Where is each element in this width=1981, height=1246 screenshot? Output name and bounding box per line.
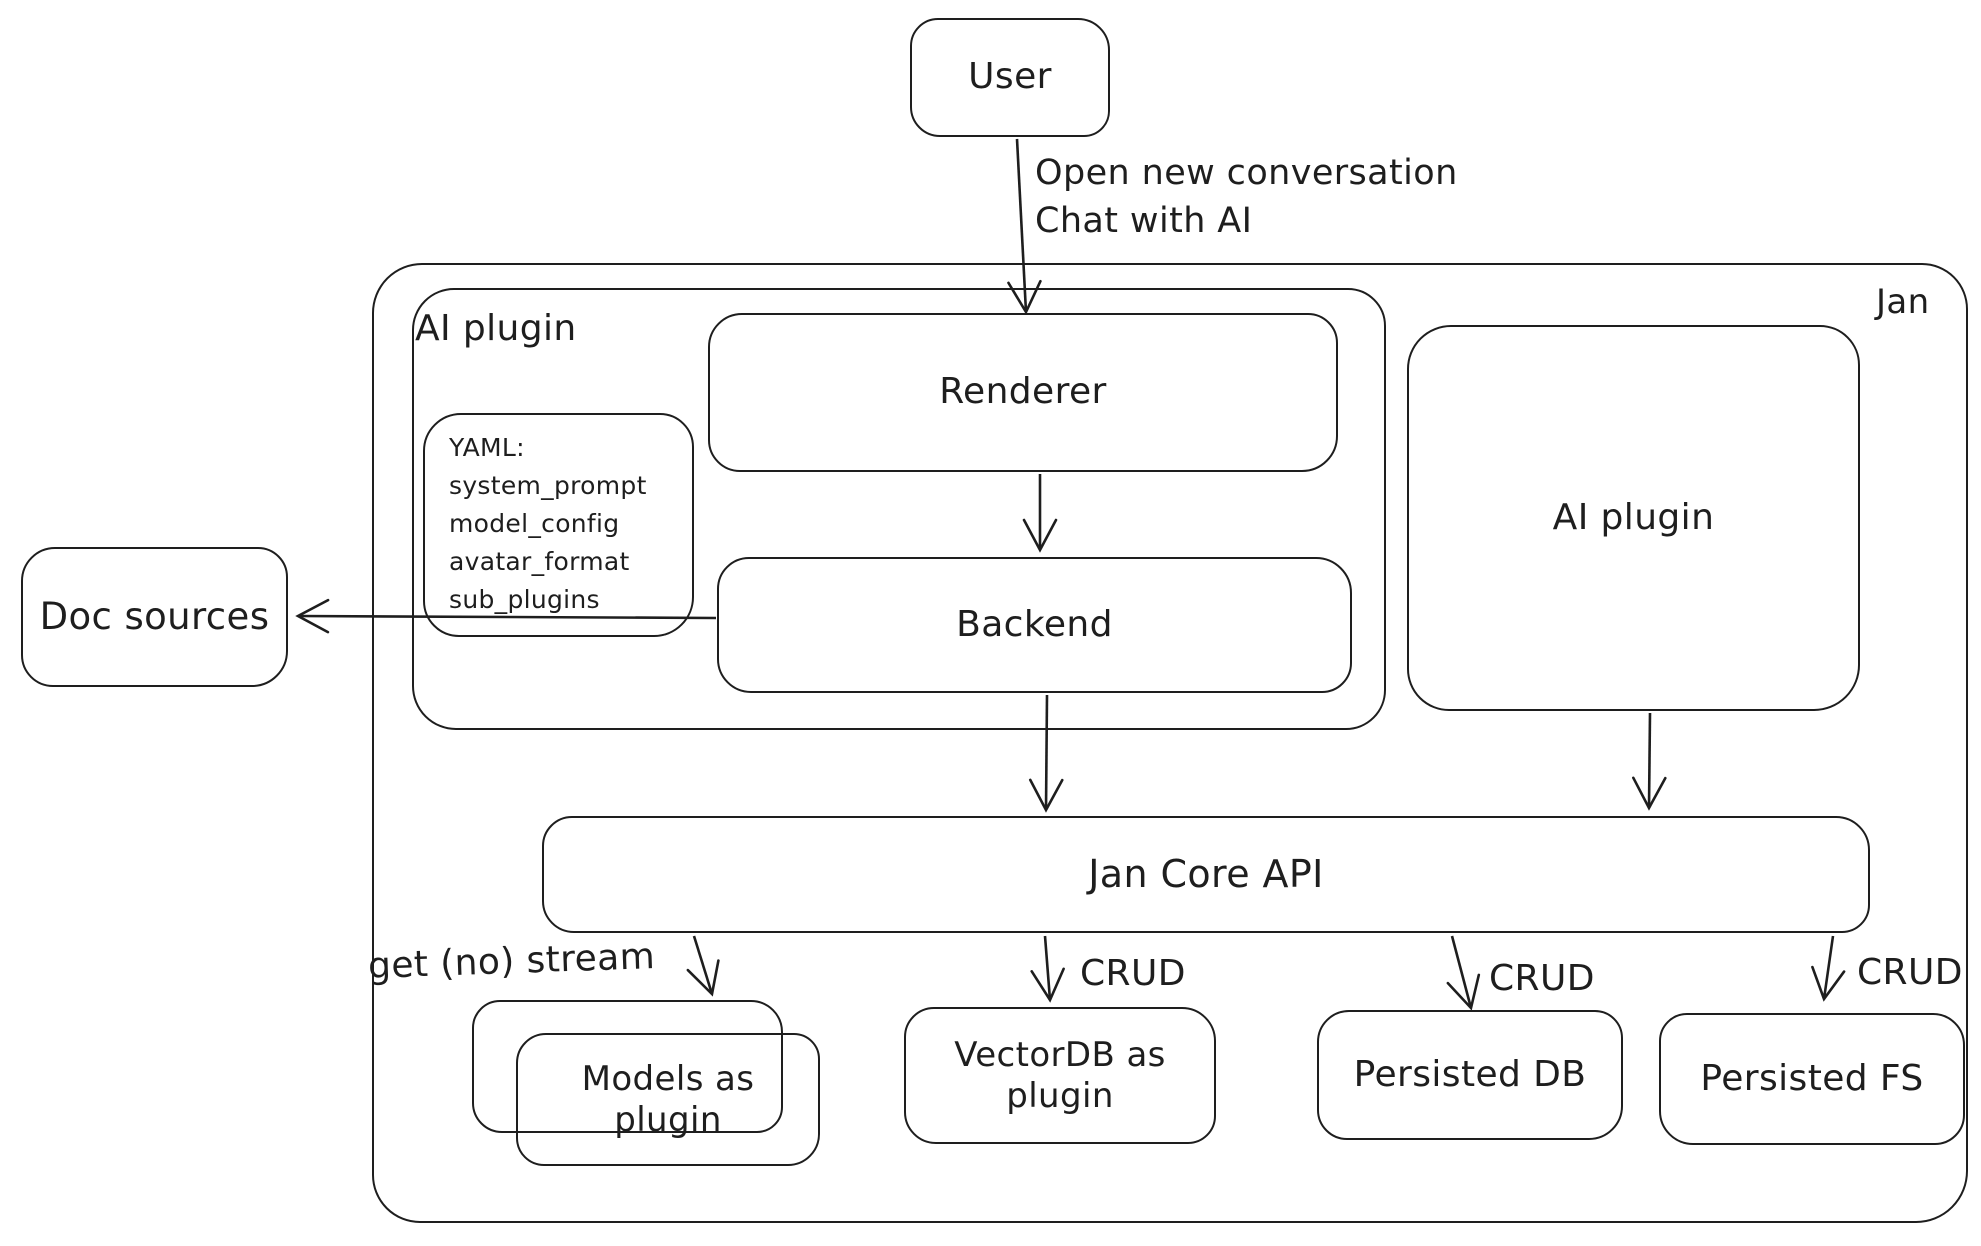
edge-label-open-new-conversation: Open new conversation [1035, 153, 1458, 193]
node-persisted-fs: Persisted FS [1659, 1013, 1965, 1145]
yaml-line-sub-plugins: sub_plugins [449, 585, 600, 614]
yaml-line-model-config: model_config [449, 509, 620, 538]
node-doc-sources-label: Doc sources [39, 595, 270, 639]
edge-label-chat-with-ai: Chat with AI [1035, 201, 1253, 241]
yaml-line-system-prompt: system_prompt [449, 471, 647, 500]
node-persisted-db-label: Persisted DB [1353, 1053, 1587, 1095]
edge-label-crud-vectordb: CRUD [1080, 953, 1186, 994]
node-renderer-label: Renderer [939, 371, 1107, 413]
node-ai-plugin-container-label: AI plugin [415, 308, 577, 349]
node-renderer: Renderer [708, 313, 1338, 472]
jan-container-box [372, 263, 1968, 1223]
node-user-label: User [968, 56, 1052, 98]
node-models-as-plugin-back [472, 1000, 783, 1133]
node-yaml-note: YAML: system_prompt model_config avatar_… [423, 413, 694, 637]
node-ai-plugin-right-label: AI plugin [1552, 496, 1715, 538]
node-jan-core-api-label: Jan Core API [1088, 852, 1324, 897]
yaml-line-avatar-format: avatar_format [449, 547, 630, 576]
yaml-note-text: YAML: system_prompt model_config avatar_… [449, 429, 647, 619]
node-models-as-plugin: Models as plugin [516, 1033, 820, 1166]
jan-container-label: Jan [1876, 282, 1930, 322]
node-user: User [910, 18, 1110, 137]
node-persisted-db: Persisted DB [1317, 1010, 1623, 1140]
node-ai-plugin-right: AI plugin [1407, 325, 1860, 711]
yaml-line-title: YAML: [449, 433, 525, 462]
node-models-as-plugin-label: Models as plugin [581, 1059, 755, 1140]
node-ai-plugin-container [412, 288, 1386, 730]
node-backend: Backend [717, 557, 1352, 693]
node-jan-core-api: Jan Core API [542, 816, 1870, 933]
node-vectordb-as-plugin: VectorDB as plugin [904, 1007, 1216, 1144]
node-persisted-fs-label: Persisted FS [1700, 1057, 1924, 1099]
node-doc-sources: Doc sources [21, 547, 288, 687]
edge-label-crud-persisted-fs: CRUD [1857, 952, 1963, 993]
node-vectordb-as-plugin-label: VectorDB as plugin [954, 1035, 1166, 1116]
node-backend-label: Backend [956, 603, 1113, 645]
edge-label-crud-persisted-db: CRUD [1489, 958, 1595, 999]
